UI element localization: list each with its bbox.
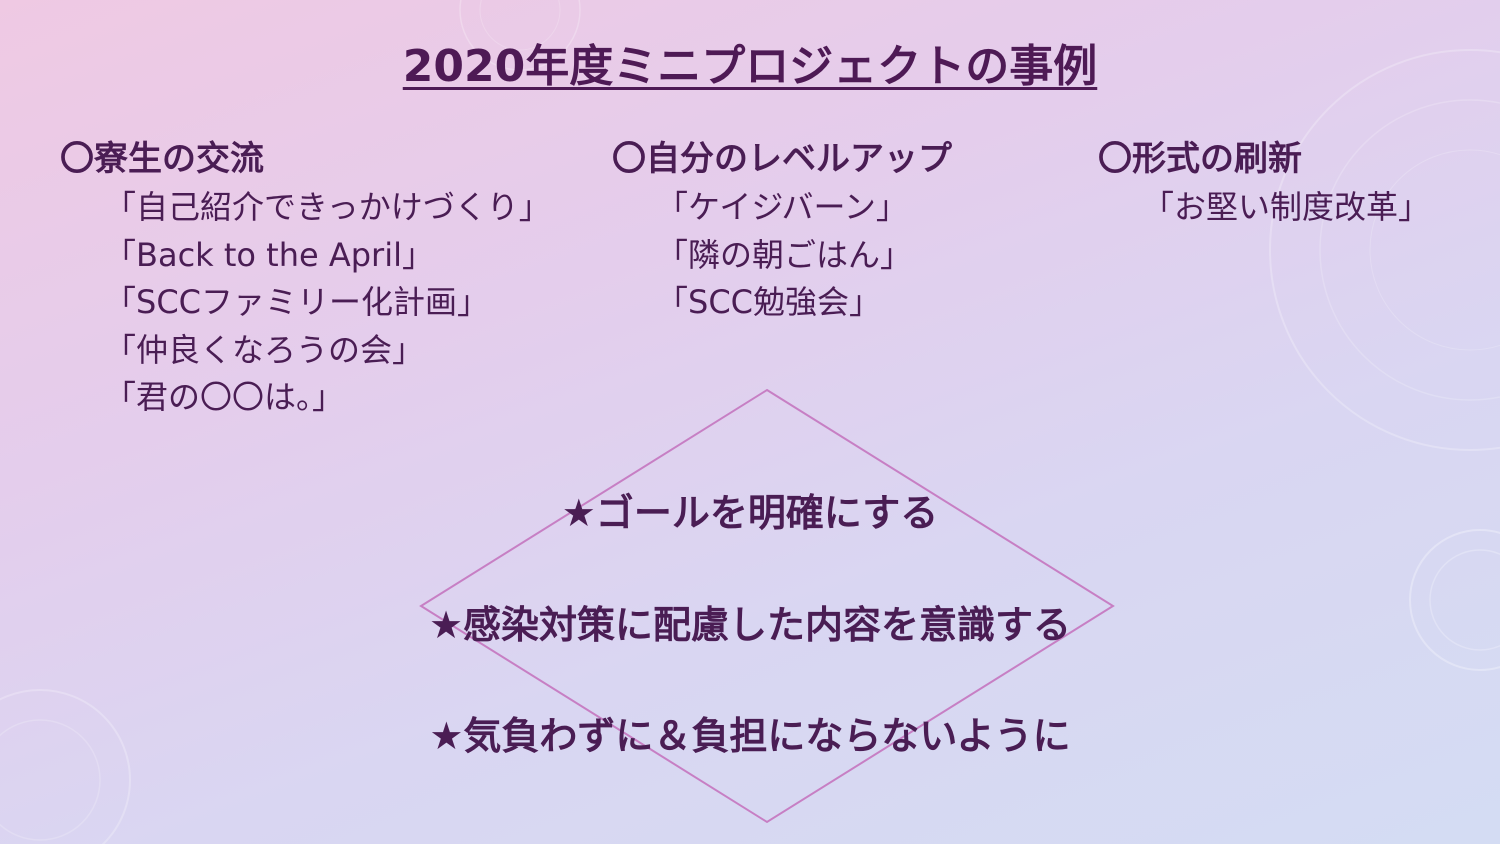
goal-text: ★感染対策に配慮した内容を意識する <box>428 603 1072 647</box>
slide-title: 2020年度ミニプロジェクトの事例 <box>402 41 1098 92</box>
goal-text: ★気負わずに＆負担にならないように <box>429 714 1071 758</box>
list-item: 「ケイジバーン」 <box>656 188 908 226</box>
list-item: 「仲良くなろうの会」 <box>104 330 425 369</box>
category-heading: 〇形式の刷新 <box>1098 139 1302 179</box>
goal-text: ★ゴールを明確にする <box>561 491 939 535</box>
list-item: 「お堅い制度改革」 <box>1142 188 1431 226</box>
category-format-renewal: 〇形式の刷新 「お堅い制度改革」 <box>1098 136 1430 232</box>
category-self-levelup: 〇自分のレベルアップ 「ケイジバーン」 「隣の朝ごはん」 「SCC勉強会」 <box>612 136 952 327</box>
list-item: 「SCC勉強会」 <box>656 283 882 321</box>
category-heading: 〇自分のレベルアップ <box>612 139 952 179</box>
category-dorm-exchange: 〇寮生の交流 「自己紹介できっかけづくり」 「Back to the April… <box>60 136 551 422</box>
list-item: 「君の〇〇は。」 <box>104 378 345 416</box>
project-list: 「自己紹介できっかけづくり」 「Back to the April」 「SCCフ… <box>104 184 551 422</box>
list-item: 「隣の朝ごはん」 <box>656 235 913 274</box>
category-heading: 〇寮生の交流 <box>60 139 264 179</box>
list-item: 「SCCファミリー化計画」 <box>104 283 490 321</box>
list-item: 「Back to the April」 <box>104 235 434 274</box>
project-list: 「お堅い制度改革」 <box>1142 184 1430 232</box>
project-list: 「ケイジバーン」 「隣の朝ごはん」 「SCC勉強会」 <box>656 184 952 327</box>
list-item: 「自己紹介できっかけづくり」 <box>104 188 551 226</box>
